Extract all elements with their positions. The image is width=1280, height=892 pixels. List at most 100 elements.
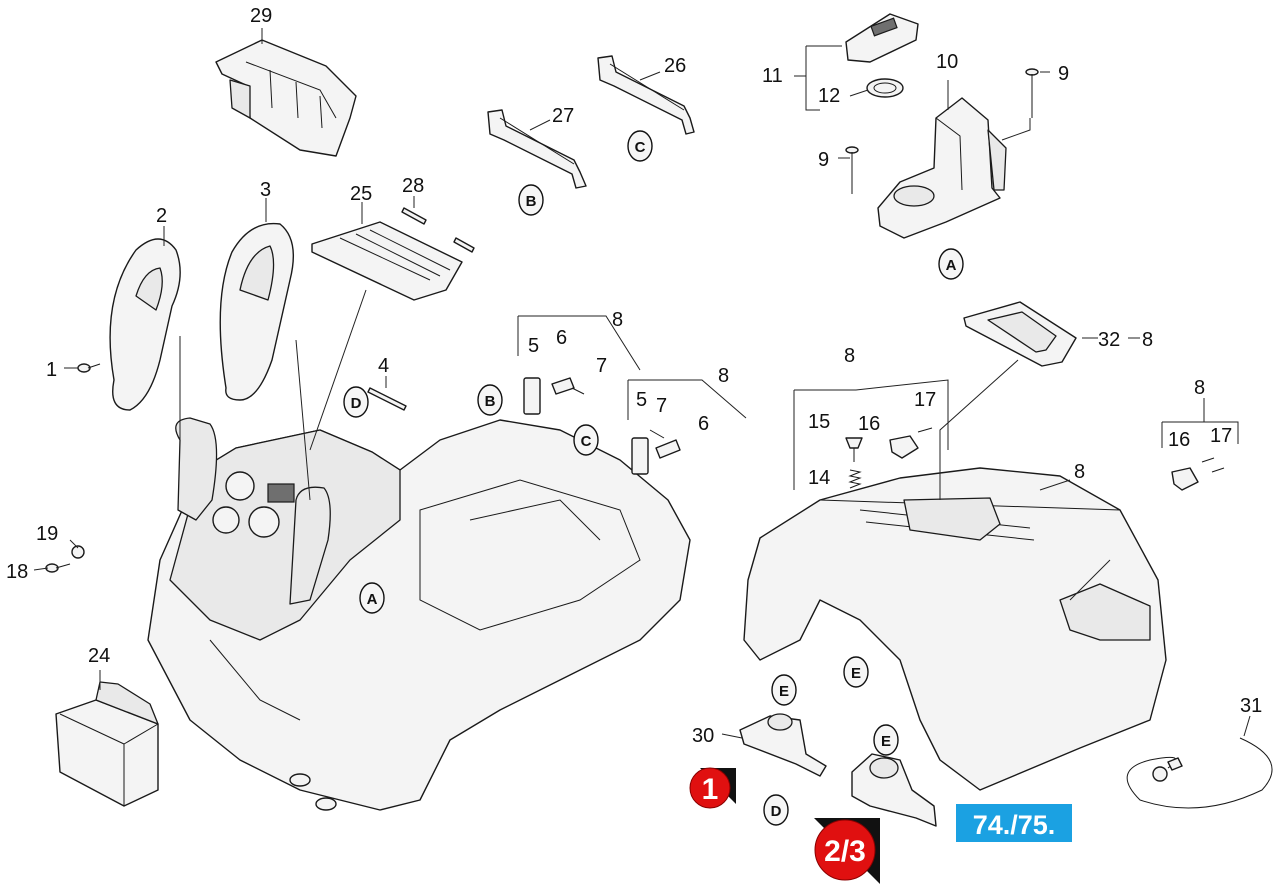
callout-9-left: 9 [818, 149, 829, 171]
svg-text:B: B [526, 193, 537, 210]
svg-text:E: E [779, 683, 789, 700]
connector-A-top: A [938, 248, 964, 280]
svg-text:D: D [351, 395, 362, 412]
svg-text:E: E [881, 733, 891, 750]
callout-9-top: 9 [1058, 63, 1069, 85]
parts-5-6-7-set-b [631, 429, 681, 475]
page-reference[interactable]: 74./75. [956, 804, 1072, 842]
parts-5-6-7-set-a [523, 377, 585, 415]
lower-latch-assembly [851, 753, 937, 827]
callout-14: 14 [808, 467, 830, 489]
part-4-pin [367, 387, 407, 411]
part-25-cover [311, 221, 463, 301]
connector-E-lower: E [873, 724, 899, 756]
badge-2-3: 2/3 [814, 818, 880, 884]
callout-16-a: 16 [858, 413, 880, 435]
connector-C-chassis: C [573, 424, 599, 456]
part-18-screw [45, 563, 71, 573]
connector-E-hood: E [843, 656, 869, 688]
part-15-screw [845, 437, 863, 462]
connector-C-bracket: C [627, 130, 653, 162]
part-3-handle [219, 222, 294, 401]
callout-6-a: 6 [556, 327, 567, 349]
callout-29: 29 [250, 5, 272, 27]
part-16-clip-left [889, 435, 919, 459]
callout-3: 3 [260, 179, 271, 201]
callout-8-a: 8 [612, 309, 623, 331]
svg-text:E: E [851, 665, 861, 682]
svg-text:1: 1 [702, 773, 719, 806]
svg-text:2/3: 2/3 [824, 835, 866, 868]
callout-7-b: 7 [656, 395, 667, 417]
part-11-cap [845, 13, 919, 63]
callout-8-b: 8 [718, 365, 729, 387]
callout-16-b: 16 [1168, 429, 1190, 451]
svg-text:A: A [367, 591, 378, 608]
part-14-spring [848, 469, 862, 489]
callout-4: 4 [378, 355, 389, 377]
part-27-bracket [487, 109, 587, 189]
callout-17-a: 17 [914, 389, 936, 411]
callout-7-a: 7 [596, 355, 607, 377]
part-30-latch [739, 713, 827, 777]
part-17-pins [917, 427, 1225, 473]
connector-B-chassis: B [477, 384, 503, 416]
callout-24: 24 [88, 645, 110, 667]
callout-10: 10 [936, 51, 958, 73]
callout-5-b: 5 [636, 389, 647, 411]
callout-5-a: 5 [528, 335, 539, 357]
callout-8-c: 8 [1142, 329, 1153, 351]
part-32-frame [963, 301, 1077, 367]
part-28-pins [401, 207, 475, 253]
callout-32: 32 [1098, 329, 1120, 351]
callout-30: 30 [692, 725, 714, 747]
svg-text:C: C [635, 139, 646, 156]
callout-8-f: 8 [1074, 461, 1085, 483]
part-29-storage-tray [215, 39, 357, 157]
connector-A-chassis: A [359, 582, 385, 614]
part-10-pump-housing [877, 97, 1007, 239]
callout-2: 2 [156, 205, 167, 227]
svg-text:C: C [581, 433, 592, 450]
callout-6-b: 6 [698, 413, 709, 435]
screw-9-left [845, 146, 859, 194]
connector-D-chassis: D [343, 386, 369, 418]
callout-28: 28 [402, 175, 424, 197]
callout-26: 26 [664, 55, 686, 77]
part-26-bracket [597, 55, 695, 135]
svg-text:B: B [485, 393, 496, 410]
part-19-washer [71, 545, 85, 559]
callout-25: 25 [350, 183, 372, 205]
callout-18: 18 [6, 561, 28, 583]
page-reference-text: 74./75. [973, 810, 1056, 840]
part-2-handle [109, 238, 181, 411]
callout-11: 11 [762, 65, 783, 87]
callout-1: 1 [46, 359, 57, 381]
callout-12: 12 [818, 85, 840, 107]
callout-19: 19 [36, 523, 58, 545]
part-24-box [55, 681, 159, 807]
callout-15: 15 [808, 411, 830, 433]
callout-17-b: 17 [1210, 425, 1232, 447]
connector-D-latch: D [763, 794, 789, 826]
connector-B-bracket: B [518, 184, 544, 216]
leader-lines [33, 28, 1251, 739]
callout-labels: 29 26 27 11 12 10 9 9 2 3 25 28 1 4 5 6 … [6, 5, 1262, 747]
callout-8-e: 8 [1194, 377, 1205, 399]
top-cover-hood [743, 467, 1167, 791]
part-16-clip-right [1171, 467, 1199, 491]
screw-9-top [1025, 68, 1039, 118]
svg-text:A: A [946, 257, 957, 274]
part-31-cable [1126, 737, 1273, 809]
callout-8-d: 8 [844, 345, 855, 367]
callout-31: 31 [1240, 695, 1262, 717]
part-1-screw [77, 363, 101, 373]
callout-27: 27 [552, 105, 574, 127]
svg-text:D: D [771, 803, 782, 820]
part-12-ring [866, 78, 904, 98]
connector-markers: A A B B C C D D [343, 130, 964, 826]
connector-E-latch30: E [771, 674, 797, 706]
main-chassis [147, 417, 691, 811]
badge-1: 1 [689, 767, 736, 809]
